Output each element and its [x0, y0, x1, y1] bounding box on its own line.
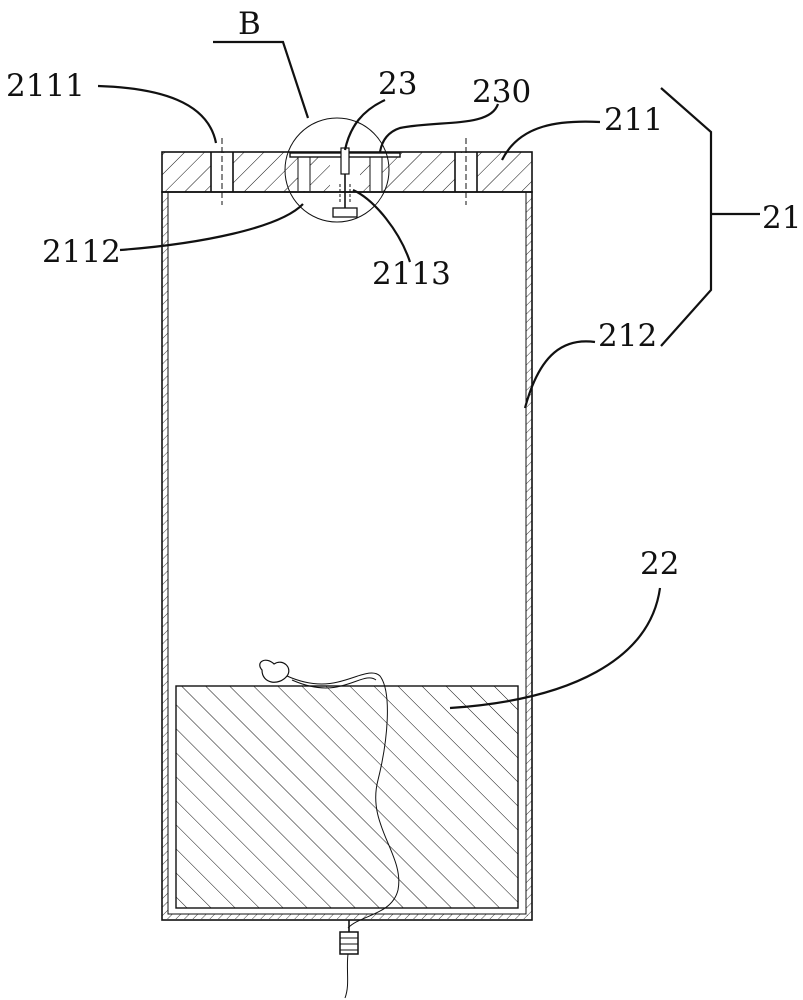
label-2112: 2112: [42, 234, 121, 270]
label-211: 211: [604, 102, 663, 138]
leader-lines: [97, 40, 760, 710]
label-230: 230: [472, 74, 531, 110]
label-b: B: [238, 6, 261, 42]
valve-assembly: [284, 117, 401, 223]
label-2113: 2113: [372, 256, 451, 292]
reference-labels: B 2111 23 230 211 21 2112 2113 212 22: [6, 6, 801, 582]
label-212: 212: [598, 318, 657, 354]
label-22: 22: [640, 546, 679, 582]
label-23: 23: [378, 66, 417, 102]
label-2111: 2111: [6, 68, 85, 104]
label-21: 21: [762, 200, 801, 236]
filling-block: [175, 685, 519, 909]
outlet-fitting: [339, 920, 359, 999]
sensor-wire: [259, 659, 400, 929]
